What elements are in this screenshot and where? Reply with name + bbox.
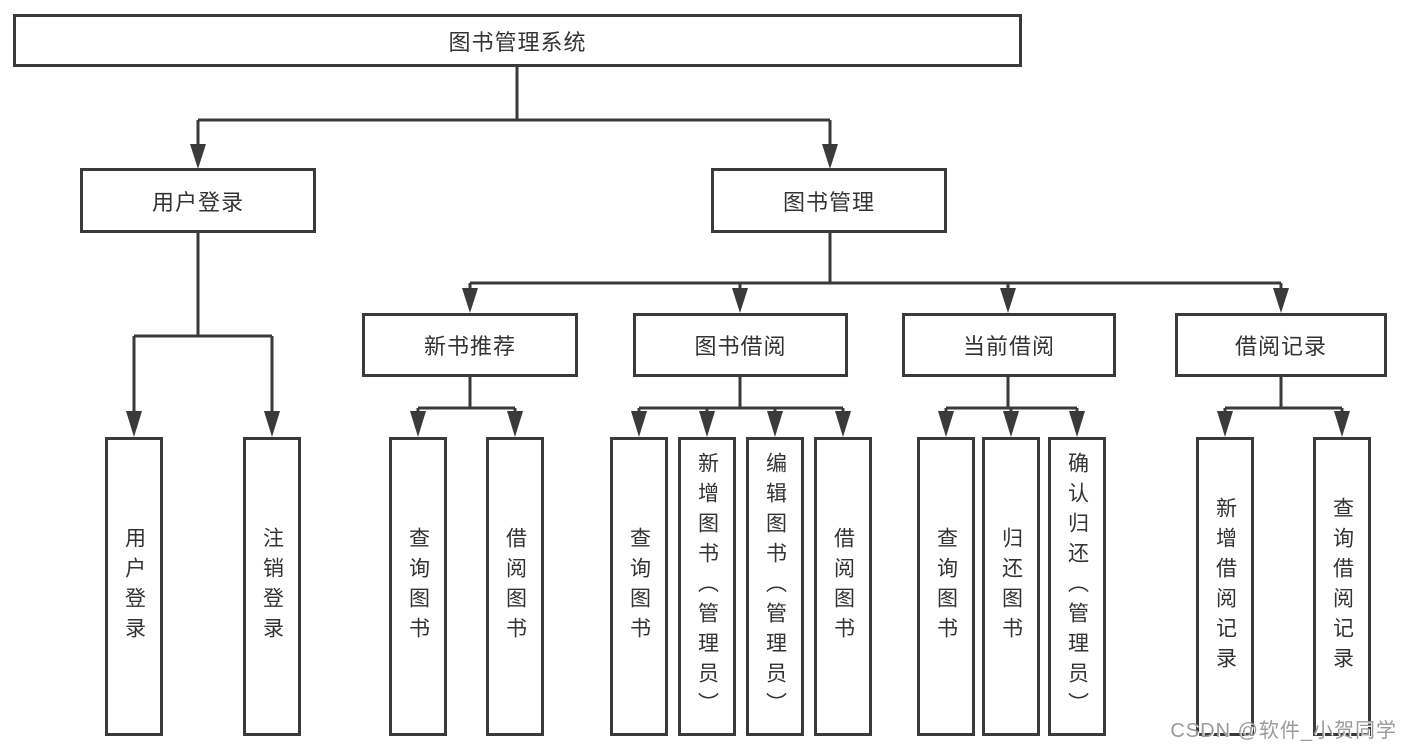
leaf-query-borrow-record: 查询借阅记录 <box>1313 437 1371 736</box>
node-label: 新增图书（管理员） <box>695 451 719 722</box>
leaf-edit-book-admin: 编辑图书（管理员） <box>746 437 804 736</box>
leaf-query-books-recommend: 查询图书 <box>389 437 447 736</box>
node-current-borrowing: 当前借阅 <box>902 313 1116 377</box>
node-borrowing-records: 借阅记录 <box>1175 313 1387 377</box>
leaf-query-books-current: 查询图书 <box>917 437 975 736</box>
leaf-query-books-borrowing: 查询图书 <box>610 437 668 736</box>
node-library-management-system: 图书管理系统 <box>13 14 1022 67</box>
node-label: 借阅图书 <box>831 526 855 647</box>
leaf-return-books: 归还图书 <box>982 437 1040 736</box>
node-book-management: 图书管理 <box>711 168 947 233</box>
node-label: 当前借阅 <box>962 334 1055 359</box>
node-label: 图书借阅 <box>694 334 787 359</box>
node-label: 用户登录 <box>122 526 146 647</box>
node-label: 查询图书 <box>934 526 958 647</box>
node-book-borrowing: 图书借阅 <box>633 313 848 377</box>
node-label: 确认归还（管理员） <box>1065 451 1089 722</box>
node-label: 借阅记录 <box>1234 334 1327 359</box>
node-label: 查询图书 <box>627 526 651 647</box>
node-new-book-recommend: 新书推荐 <box>362 313 578 377</box>
node-label: 注销登录 <box>260 526 284 647</box>
watermark: CSDN @软件_小贺同学 <box>1170 720 1397 742</box>
leaf-borrow-books-borrowing: 借阅图书 <box>814 437 872 736</box>
leaf-add-borrow-record: 新增借阅记录 <box>1196 437 1254 736</box>
leaf-logout: 注销登录 <box>243 437 301 736</box>
leaf-borrow-books-recommend: 借阅图书 <box>486 437 544 736</box>
node-label: 新书推荐 <box>423 334 516 359</box>
node-label: 新增借阅记录 <box>1213 496 1237 677</box>
leaf-confirm-return-admin: 确认归还（管理员） <box>1048 437 1106 736</box>
node-label: 编辑图书（管理员） <box>763 451 787 722</box>
leaf-add-book-admin: 新增图书（管理员） <box>678 437 736 736</box>
node-label: 查询图书 <box>406 526 430 647</box>
node-label: 图书管理系统 <box>448 29 587 55</box>
node-label: 用户登录 <box>151 189 244 215</box>
node-label: 图书管理 <box>782 189 875 215</box>
node-label: 归还图书 <box>999 526 1023 647</box>
node-label: 借阅图书 <box>503 526 527 647</box>
node-label: 查询借阅记录 <box>1330 496 1354 677</box>
node-user-login: 用户登录 <box>80 168 316 233</box>
leaf-user-login: 用户登录 <box>105 437 163 736</box>
